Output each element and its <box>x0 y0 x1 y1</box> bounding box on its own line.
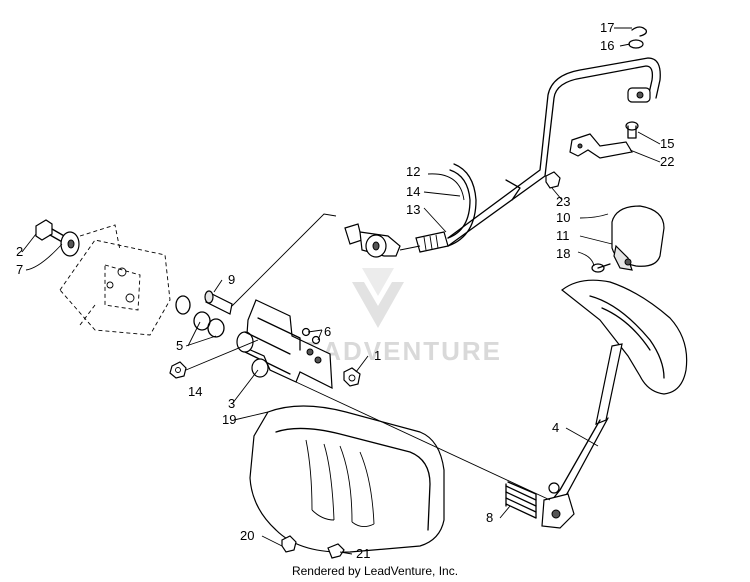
callout-8: 8 <box>486 510 493 525</box>
callout-18: 18 <box>556 246 570 261</box>
brake-pedal-4 <box>541 279 688 529</box>
callout-13: 13 <box>406 202 420 217</box>
bolt-23 <box>545 171 561 189</box>
callout-19: 19 <box>222 412 236 427</box>
frame-bracket <box>59 224 171 336</box>
callout-16: 16 <box>600 38 614 53</box>
callout-22: 22 <box>660 154 674 169</box>
screw-21 <box>327 543 345 559</box>
callout-10: 10 <box>556 210 570 225</box>
washer-16 <box>628 39 644 49</box>
pedal-pad-10 <box>611 205 665 271</box>
callout-15: 15 <box>660 136 674 151</box>
callout-20: 20 <box>240 528 254 543</box>
leader-lines <box>21 27 661 555</box>
callout-9: 9 <box>228 272 235 287</box>
bushing-9 <box>204 290 233 315</box>
washer-7 <box>60 231 80 257</box>
screw-18 <box>591 263 611 273</box>
callout-4: 4 <box>552 420 559 435</box>
callout-11: 11 <box>556 228 570 243</box>
callout-2: 2 <box>16 244 23 259</box>
callout-6: 6 <box>324 324 331 339</box>
o-rings-5 <box>175 295 225 338</box>
callout-3: 3 <box>228 396 235 411</box>
bracket-22 <box>569 133 633 159</box>
pin-15 <box>625 121 639 139</box>
callout-7: 7 <box>16 262 23 277</box>
callout-21: 21 <box>356 546 370 561</box>
callout-17: 17 <box>600 20 614 35</box>
callout-12: 12 <box>406 164 420 179</box>
shield-19 <box>249 405 445 553</box>
callout-23: 23 <box>556 194 570 209</box>
callout-5: 5 <box>176 338 183 353</box>
nut-14-lower <box>169 361 187 379</box>
callouts: 2 7 9 5 6 1 14 3 19 12 14 13 17 16 15 22… <box>16 20 674 561</box>
footer-credit: Rendered by LeadVenture, Inc. <box>291 564 459 578</box>
clip-17 <box>631 26 648 37</box>
bushing-6 <box>301 327 321 345</box>
threaded-end-12 <box>415 163 477 253</box>
callout-14-lower: 14 <box>188 384 202 399</box>
nut-1 <box>343 367 361 387</box>
brake-rod-12 <box>447 57 661 247</box>
spring-8 <box>505 481 537 519</box>
rod-end-13 <box>344 223 401 258</box>
callout-1: 1 <box>374 348 381 363</box>
callout-14-upper: 14 <box>406 184 420 199</box>
